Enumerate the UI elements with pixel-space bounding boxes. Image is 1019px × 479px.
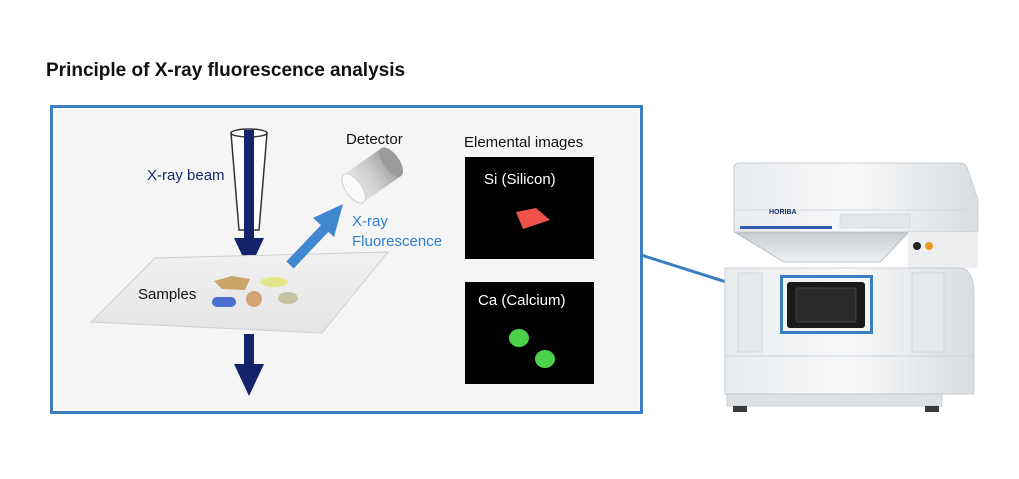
elemental-image-silicon: Si (Silicon) <box>465 157 594 259</box>
silicon-label: Si (Silicon) <box>484 171 556 188</box>
calcium-dot-1 <box>509 329 529 347</box>
sample-olive <box>278 292 298 304</box>
detector-icon <box>341 147 404 204</box>
sample-yellow <box>260 277 288 287</box>
xray-beam-arrow <box>234 130 264 270</box>
calcium-label: Ca (Calcium) <box>478 292 566 309</box>
sample-plate <box>89 251 390 334</box>
fluorescence-label-line1: X-ray <box>352 213 388 230</box>
page-title: Principle of X-ray fluorescence analysis <box>46 60 406 81</box>
sample-blue <box>212 297 236 307</box>
xray-beam-label: X-ray beam <box>147 167 225 184</box>
instrument-illustration: HORIBA <box>724 162 979 412</box>
sample-pentagon <box>214 276 250 290</box>
silicon-shape <box>516 208 550 229</box>
fluorescence-arrow <box>286 204 343 269</box>
samples-label: Samples <box>138 286 196 303</box>
fluorescence-label-line2: Fluorescence <box>352 233 442 250</box>
transmitted-beam-arrow <box>234 334 264 396</box>
instrument-highlight-box <box>780 275 873 334</box>
detector-label: Detector <box>346 131 403 148</box>
sample-orange <box>246 291 262 307</box>
elemental-image-calcium: Ca (Calcium) <box>465 282 594 384</box>
calcium-dot-2 <box>535 350 555 368</box>
instrument-brand: HORIBA <box>769 209 797 216</box>
elemental-images-heading: Elemental images <box>464 134 583 151</box>
